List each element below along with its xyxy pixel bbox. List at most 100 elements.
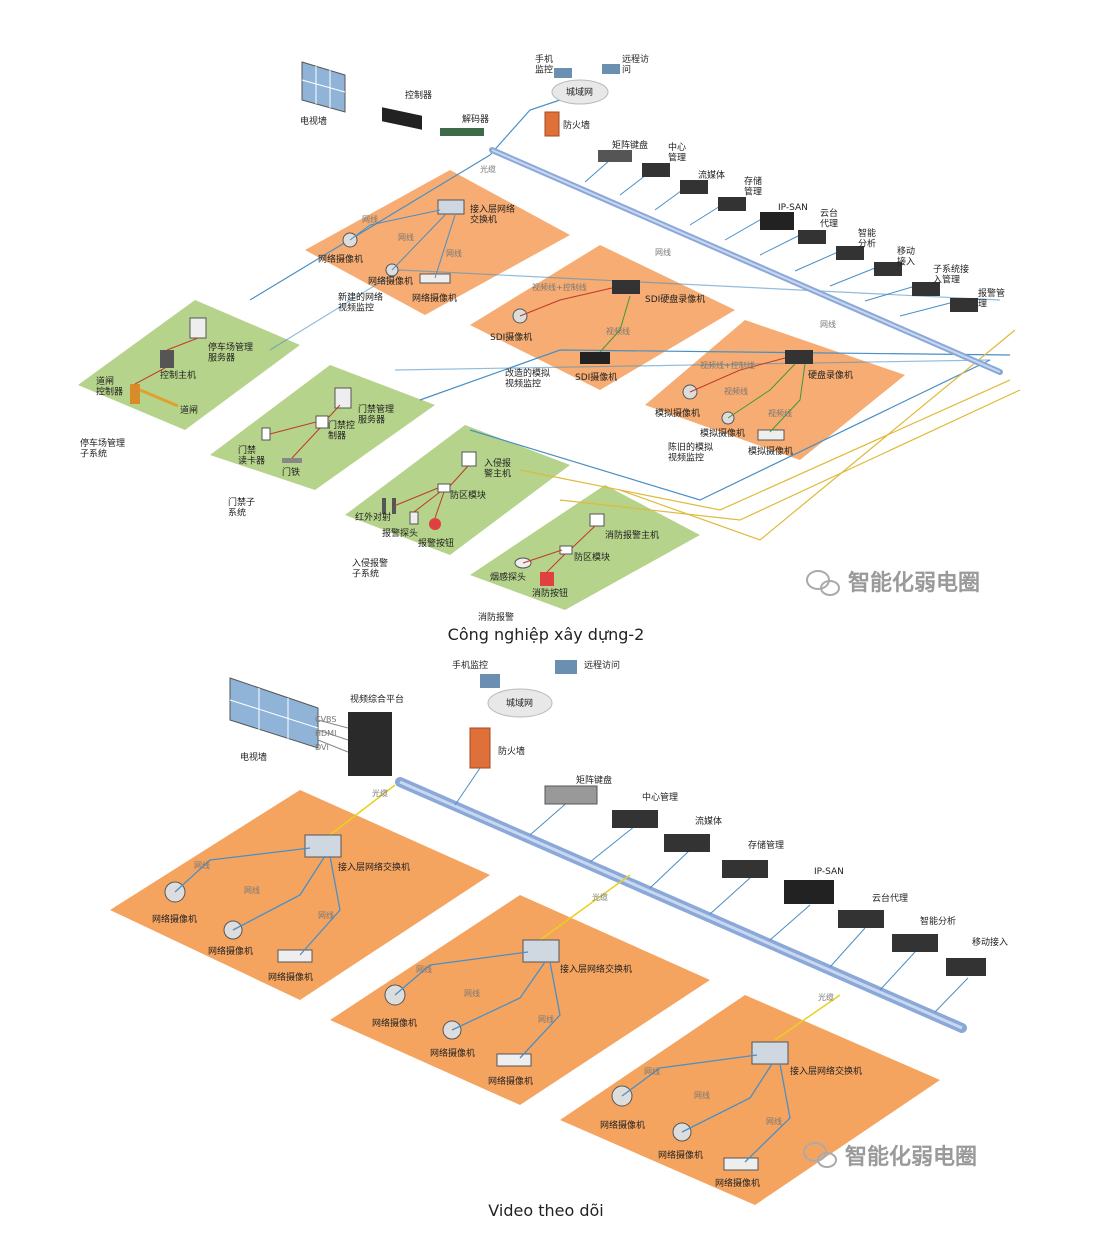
parking-title: 停车场管理子系统 xyxy=(80,437,125,459)
new-cam-label-2: 网络摄像机 xyxy=(368,275,413,287)
new-video-devices xyxy=(342,199,465,284)
backbone-device-labels-2: 矩阵键盘 中心管理 流媒体 存储管理 IP-SAN 云台代理 智能分析 移动接入 xyxy=(576,774,1008,948)
sdi-title: 改造的模拟视频监控 xyxy=(505,367,550,389)
svg-text:智能分析: 智能分析 xyxy=(920,915,956,927)
access-server-label: 门禁管理服务器 xyxy=(358,403,394,425)
caption-2: Video theo dõi xyxy=(488,1201,603,1220)
backbone-devices-1 xyxy=(584,150,978,317)
firewall-icon xyxy=(469,727,491,769)
new-cam-label-3: 网络摄像机 xyxy=(412,292,457,304)
fiber-label-1: 光缆 xyxy=(480,164,496,174)
svg-text:IP-SAN: IP-SAN xyxy=(778,203,808,213)
access-lock-label: 门铁 xyxy=(282,466,300,478)
zone-sdi xyxy=(470,245,735,390)
backbone-device-labels-1: 矩阵键盘 中心管理 流媒体 存储管理 IP-SAN 云台代理 智能分析 移动接入… xyxy=(612,139,1005,309)
wan-cloud-1 xyxy=(551,79,609,105)
platform-device xyxy=(348,712,392,776)
svg-text:子系统接入管理: 子系统接入管理 xyxy=(933,263,969,285)
zone-2a-cam-2: 网络摄像机 xyxy=(208,945,253,957)
remote-access-label-2: 远程访问 xyxy=(584,659,620,671)
wan-label-2: 城域网 xyxy=(506,697,533,709)
parking-gate-label: 道闸 xyxy=(180,404,198,416)
svg-text:云台代理: 云台代理 xyxy=(872,892,908,904)
firewall-label-2: 防火墙 xyxy=(498,745,525,757)
zone-2c-line-1: 网线 xyxy=(644,1066,660,1076)
intrusion-ir-label: 红外对射 xyxy=(355,511,391,523)
zone-2c-cam-1: 网络摄像机 xyxy=(600,1119,645,1131)
parking-host-label: 控制主机 xyxy=(160,369,196,381)
analog-cam-label-3: 模拟摄像机 xyxy=(748,445,793,457)
svg-text:IP-SAN: IP-SAN xyxy=(814,867,844,877)
fire-title: 消防报警 xyxy=(478,611,514,623)
fiber-label-2b: 光缆 xyxy=(592,892,608,902)
new-cam-label-1: 网络摄像机 xyxy=(318,253,363,265)
zone-2c-devices xyxy=(611,1041,791,1171)
intrusion-detector-label: 报警探头 xyxy=(382,527,418,539)
laptop-icon xyxy=(602,64,620,74)
svg-text:中心管理: 中心管理 xyxy=(668,141,686,163)
zone-2b-line-3: 网线 xyxy=(538,1014,554,1024)
svg-text:矩阵键盘: 矩阵键盘 xyxy=(612,139,648,151)
intrusion-button-label: 报警按钮 xyxy=(418,537,454,549)
zone-new-video xyxy=(305,170,570,315)
zone-analog xyxy=(645,320,905,460)
decoder-label-1: 解码器 xyxy=(462,113,489,125)
zone-2a-cam-3: 网络摄像机 xyxy=(268,971,313,983)
laptop-icon xyxy=(555,660,577,674)
new-line-label-2: 网线 xyxy=(398,232,414,242)
tv-wall-label-2: 电视墙 xyxy=(240,751,267,763)
wan-cloud-2 xyxy=(487,688,553,718)
zone-intrusion xyxy=(345,425,570,555)
analog-line-top: 视频线+控制线 xyxy=(700,360,755,370)
intrusion-title: 入侵报警子系统 xyxy=(352,557,388,579)
sdi-dvr-label: SDI硬盘录像机 xyxy=(645,293,705,305)
svg-text:存储管理: 存储管理 xyxy=(744,175,762,197)
watermark-1: 智能化弱电圈 xyxy=(848,570,980,596)
svg-text:流媒体: 流媒体 xyxy=(695,815,722,827)
access-devices xyxy=(261,387,352,463)
watermark-2: 智能化弱电圈 xyxy=(845,1144,977,1170)
remote-access-label-1: 远程访问 xyxy=(622,54,649,75)
zone-2c xyxy=(560,995,940,1205)
fire-button-label: 消防按钮 xyxy=(532,587,568,599)
fire-devices xyxy=(514,513,605,586)
fire-smoke-label: 烟感探头 xyxy=(490,571,526,583)
port-dvi: DVI xyxy=(315,743,329,752)
access-reader-label: 门禁读卡器 xyxy=(238,444,265,466)
zone-2b xyxy=(330,895,710,1105)
access-title: 门禁子系统 xyxy=(228,496,255,518)
wechat-icon xyxy=(803,1142,837,1168)
net-line-label-1b: 网线 xyxy=(820,319,836,329)
analog-cam-label-2: 模拟摄像机 xyxy=(700,427,745,439)
wechat-icon xyxy=(806,570,840,596)
sdi-cam-label-2: SDI摄像机 xyxy=(575,371,617,383)
platform-label: 视频综合平台 xyxy=(350,693,404,705)
decoder-device-1 xyxy=(440,128,484,136)
zone-2b-cam-3: 网络摄像机 xyxy=(488,1075,533,1087)
new-line-label-1: 网线 xyxy=(362,214,378,224)
analog-line-1: 视频线 xyxy=(724,386,748,396)
zone-2c-cam-2: 网络摄像机 xyxy=(658,1149,703,1161)
fiber-label-2c: 光缆 xyxy=(818,992,834,1002)
zone-2a-line-3: 网线 xyxy=(318,910,334,920)
sdi-line-top: 视频线+控制线 xyxy=(532,282,587,292)
new-line-label-3: 网线 xyxy=(446,248,462,258)
port-hdmi: HDMI xyxy=(315,729,336,738)
svg-text:报警管理: 报警管理 xyxy=(978,287,1005,309)
svg-text:存储管理: 存储管理 xyxy=(748,839,784,851)
controller-label-1: 控制器 xyxy=(405,89,432,101)
zone-2a-cam-1: 网络摄像机 xyxy=(152,913,197,925)
cables-1 xyxy=(249,99,1021,541)
zone-2b-devices xyxy=(384,939,561,1067)
fire-zone-label: 防区模块 xyxy=(574,551,610,563)
zone-2b-line-1: 网线 xyxy=(416,964,432,974)
analog-line-2: 视频线 xyxy=(768,408,792,418)
laptop-icon xyxy=(480,674,500,688)
zone-2b-line-2: 网线 xyxy=(464,988,480,998)
zone-2c-line-3: 网线 xyxy=(766,1116,782,1126)
parking-devices xyxy=(130,317,207,408)
intrusion-zone-label: 防区模块 xyxy=(450,489,486,501)
parking-gatectrl-label: 道闸控制器 xyxy=(96,375,123,397)
zone-2c-line-2: 网线 xyxy=(694,1090,710,1100)
parking-server-label: 停车场管理服务器 xyxy=(208,341,253,363)
